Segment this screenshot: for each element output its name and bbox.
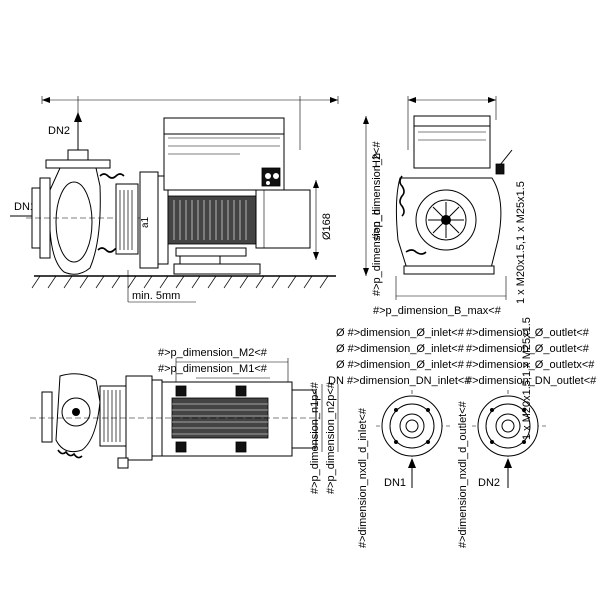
nxdl-inlet-label: #>dimension_nxdl_d_inlet<# [357, 407, 369, 548]
dn-inlet-label: DN #>dimension_DN_inlet<# [328, 375, 471, 387]
phi-outlet-row1: #>dimension_Ø_outlet<# [466, 327, 590, 339]
p-dimension-n1p: #>p_dimension_n1p<# [309, 381, 321, 494]
dn1-label-left: DN1 [14, 201, 36, 213]
p-dimension-m1: #>p_dimension_M1<# [158, 363, 268, 375]
dn1-flange-label: DN1 [384, 477, 406, 489]
p-dimension-b-max: #>p_dimension_B_max<# [373, 305, 502, 317]
h2-label: H2<# [371, 141, 383, 168]
flange-view-outlet: DN2 #>dimension_nxdl_d_outlet<# [457, 390, 546, 548]
dn2-label-top: DN2 [48, 125, 70, 137]
cable-gland-label-top: 1 x M20x1.5,1 x M25x1.5 [515, 181, 527, 304]
side-view-top: DN2 DN1 a1 [10, 96, 339, 303]
front-view-top: H2<# #>p_dimension_h #>p_dimension_h #>p… [363, 96, 527, 317]
top-view-bottom: #>p_dimension_M2<# #>p_dimension_M1<# [30, 347, 339, 494]
dn2-flange-label: DN2 [478, 477, 500, 489]
nxdl-outlet-label: #>dimension_nxdl_d_outlet<# [457, 400, 469, 548]
phi-outlet-row3: #>dimension_Ø_outletx<# [466, 359, 595, 371]
p-dimension-h-bottom: #>p_dimension_h [371, 209, 383, 296]
p-dimension-m2: #>p_dimension_M2<# [158, 347, 268, 359]
diameter-168-label: Ø168 [321, 213, 333, 240]
flange-view-inlet: DN1 #>dimension_nxdl_d_inlet<# [357, 390, 450, 548]
p-dimension-n2p: #>p_dimension_n2p<# [325, 381, 337, 494]
phi-inlet-row1: Ø #>dimension_Ø_inlet<# [336, 327, 465, 339]
min-5mm-label: min. 5mm [132, 290, 180, 302]
dn-outlet-label: #>dimension_DN_outlet<# [466, 375, 597, 387]
phi-outlet-row2: #>dimension_Ø_outlet<# [466, 343, 590, 355]
a1-label: a1 [140, 216, 151, 228]
flange-dimension-labels: Ø #>dimension_Ø_inlet<# #>dimension_Ø_ou… [328, 327, 597, 387]
cable-gland-label-bottom: 1 x M20x1.5,1 x M25x1.5 [521, 317, 533, 440]
phi-inlet-row3: Ø #>dimension_Ø_inlet<# [336, 359, 465, 371]
p-dimension-h-top: #>p_dimension_h [371, 153, 383, 240]
phi-inlet-row2: Ø #>dimension_Ø_inlet<# [336, 343, 465, 355]
